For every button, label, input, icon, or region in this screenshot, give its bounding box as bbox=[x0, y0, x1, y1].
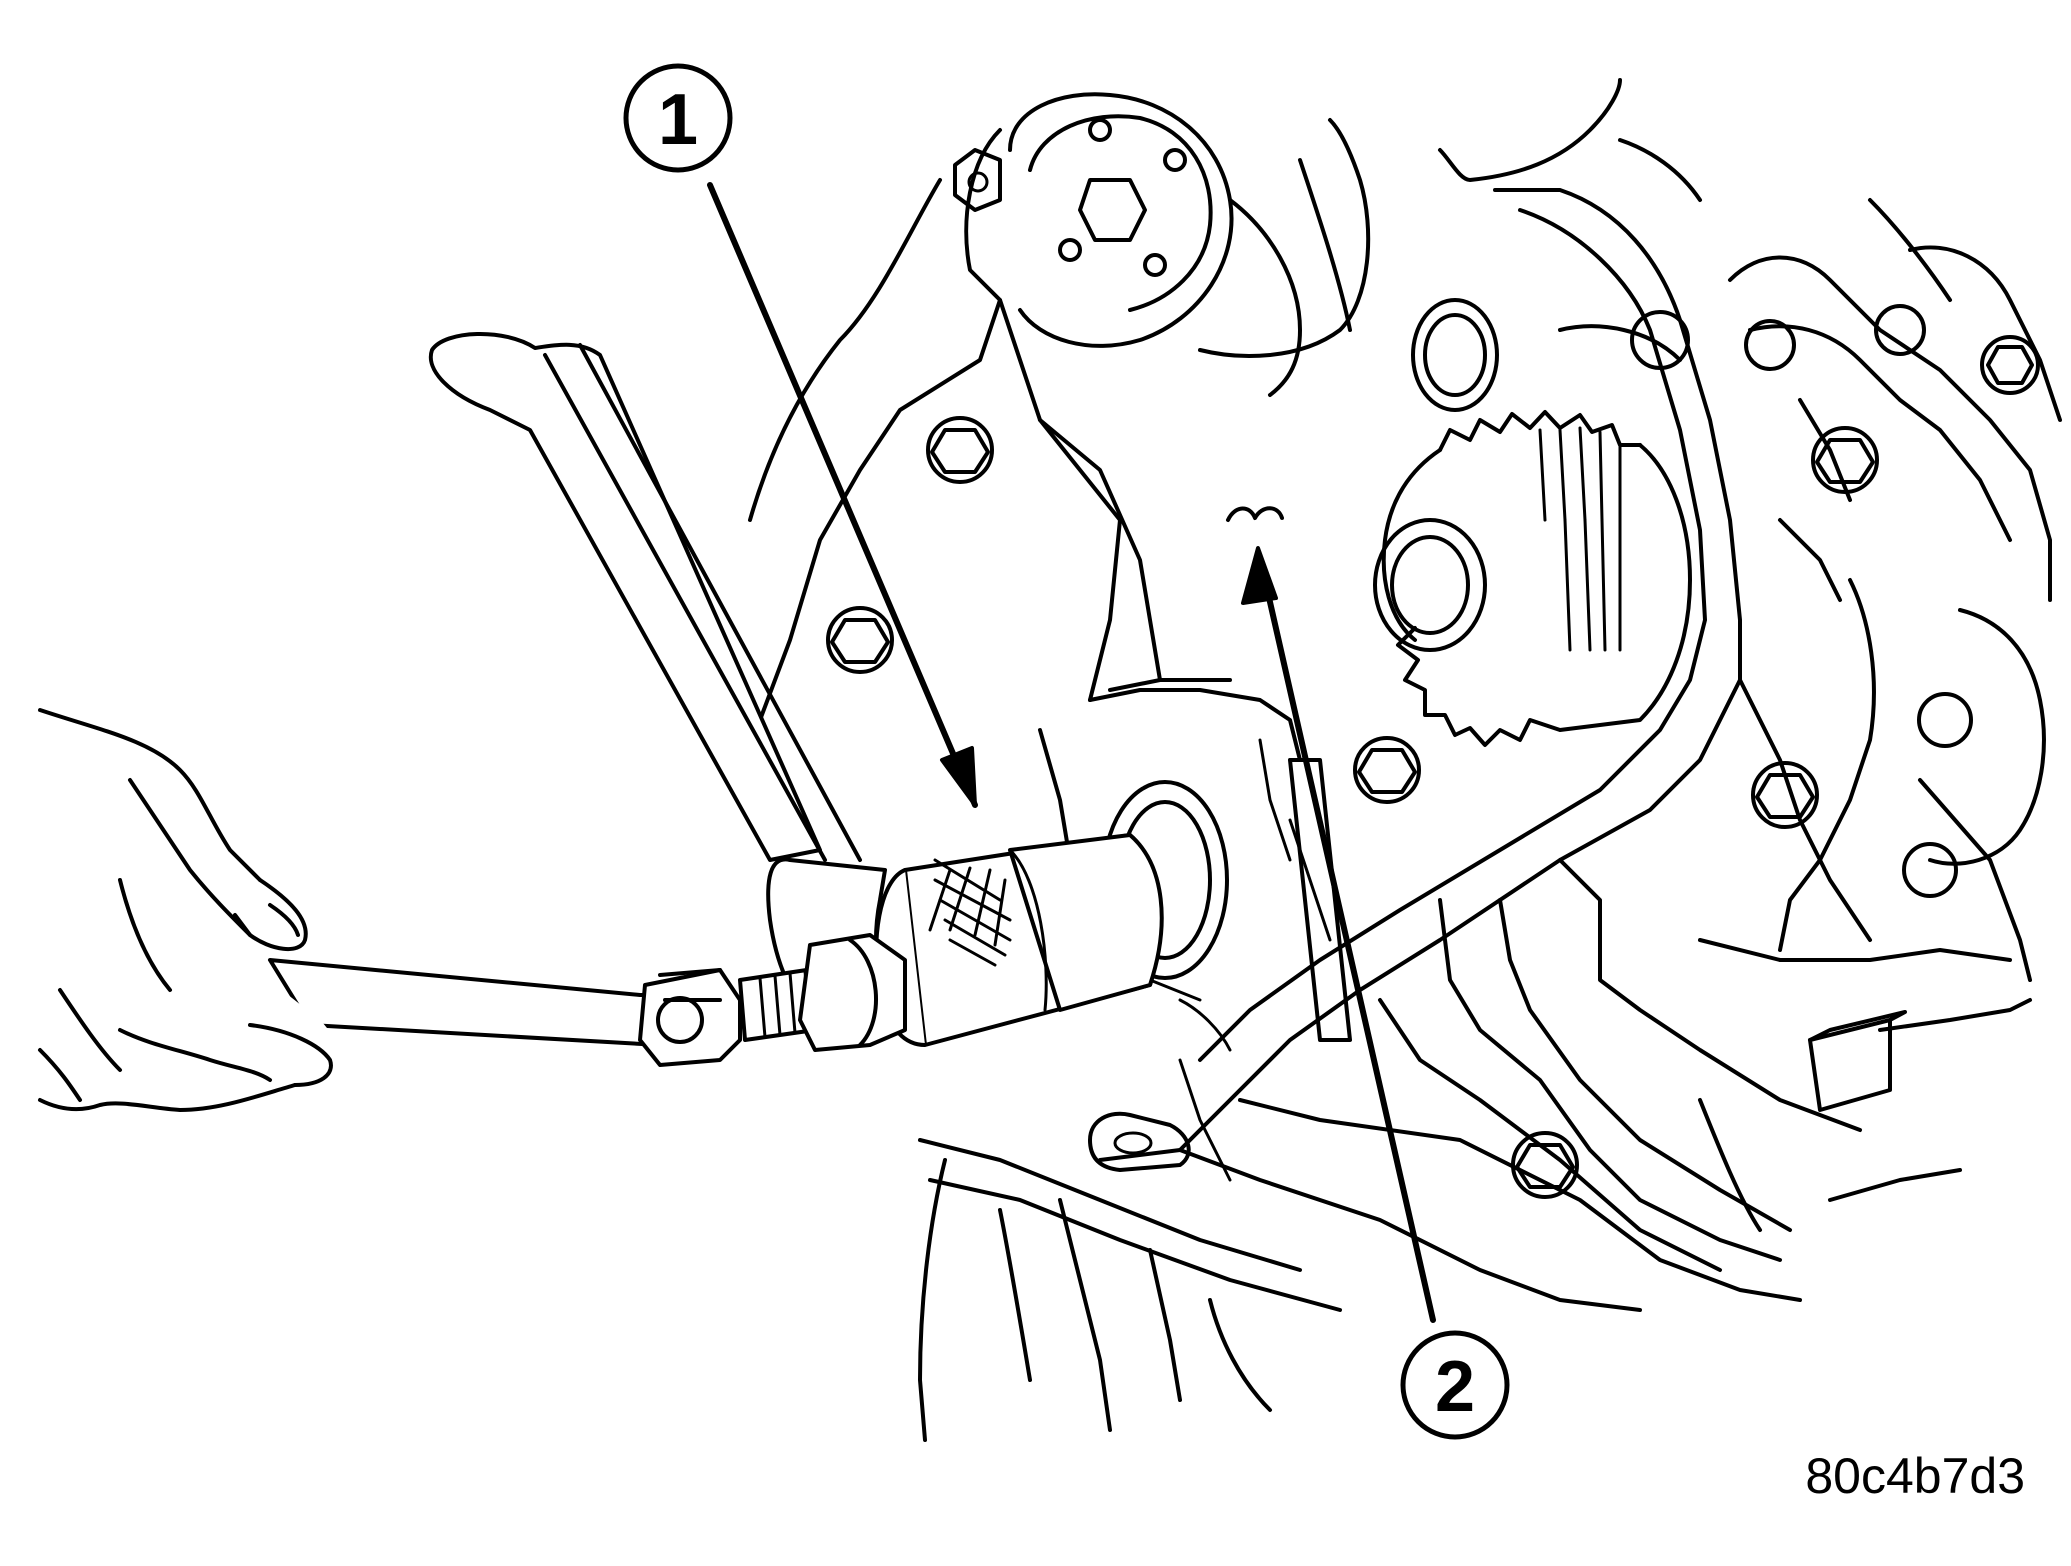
callout-2-label: 2 bbox=[1435, 1347, 1475, 1427]
bolt-2 bbox=[826, 606, 894, 674]
idler-pulley bbox=[1411, 298, 1499, 412]
figure-code: 80c4b7d3 bbox=[1805, 1448, 2025, 1504]
bolt-3 bbox=[1353, 736, 1421, 804]
hand bbox=[38, 708, 335, 1112]
bolt-heads bbox=[826, 304, 2040, 1199]
tensioner-bracket bbox=[1088, 758, 1352, 1172]
callout-1-circle bbox=[623, 63, 733, 173]
bolt-1 bbox=[926, 416, 994, 484]
camshaft-sprocket bbox=[953, 92, 1352, 397]
bolt-4 bbox=[1811, 426, 1879, 494]
seal-installer-tool bbox=[874, 780, 1229, 1047]
callout-1-label: 1 bbox=[658, 80, 698, 160]
dowel-hole-mark bbox=[1226, 506, 1284, 522]
open-end-wrench bbox=[428, 331, 897, 1042]
ratchet-handle bbox=[268, 933, 907, 1067]
callout-1-arrowhead bbox=[940, 746, 977, 807]
callout-2-arrowhead bbox=[1241, 546, 1278, 605]
callout-1-leader bbox=[707, 182, 978, 808]
bolt-7 bbox=[1511, 1131, 1579, 1199]
callout-1: 1 bbox=[623, 63, 978, 808]
callout-2-leader bbox=[1262, 577, 1436, 1323]
engine-block-outline bbox=[743, 78, 2062, 1442]
crank-sprocket bbox=[1373, 410, 1692, 747]
callout-2-circle bbox=[1400, 1330, 1510, 1440]
bolt-5 bbox=[1980, 335, 2040, 395]
bolt-6 bbox=[1751, 761, 1819, 829]
callout-2: 2 bbox=[1241, 546, 1510, 1440]
